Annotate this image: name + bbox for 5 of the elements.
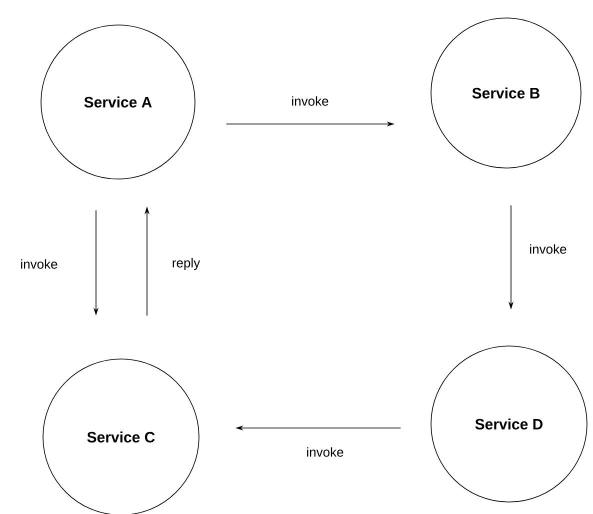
edge-label: invoke [292,96,328,106]
edge-label: invoke [530,244,566,254]
edge-label: invoke [21,259,58,269]
edge-label: invoke [307,447,344,457]
edge-label: reply [172,258,200,270]
